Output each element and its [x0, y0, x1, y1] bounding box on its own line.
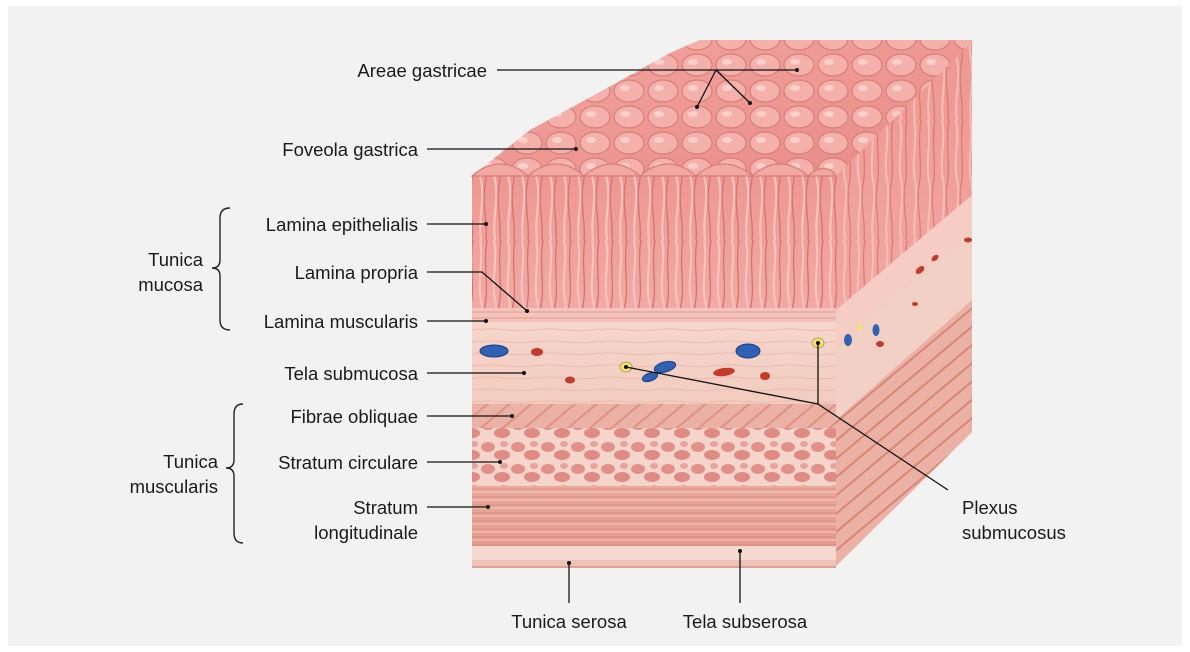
label-plexus-submucosus-2: submucosus — [962, 522, 1066, 543]
label-tela-submucosa: Tela submucosa — [284, 363, 418, 384]
label-stratum-longitudinale-2: longitudinale — [314, 522, 418, 543]
block-front-face — [472, 164, 836, 568]
label-fibrae-obliquae: Fibrae obliquae — [290, 406, 418, 427]
label-foveola-gastrica: Foveola gastrica — [282, 139, 418, 160]
group-tunica-mucosa-1: Tunica — [148, 249, 204, 270]
label-stratum-circulare: Stratum circulare — [278, 452, 418, 473]
group-tunica-muscularis-2: muscularis — [130, 476, 218, 497]
group-tunica-mucosa-2: mucosa — [138, 274, 203, 295]
label-tunica-serosa: Tunica serosa — [511, 611, 627, 632]
label-tela-subserosa: Tela subserosa — [683, 611, 808, 632]
label-stratum-longitudinale-1: Stratum — [353, 497, 418, 518]
label-lamina-propria: Lamina propria — [295, 262, 419, 283]
group-tunica-muscularis-1: Tunica — [163, 451, 219, 472]
label-areae-gastricae: Areae gastricae — [357, 60, 487, 81]
label-lamina-muscularis: Lamina muscularis — [264, 311, 418, 332]
label-plexus-submucosus-1: Plexus — [962, 497, 1018, 518]
tunica-mucosa-brace — [212, 208, 230, 330]
tunica-muscularis-brace — [226, 404, 243, 543]
label-lamina-epithelialis: Lamina epithelialis — [266, 214, 418, 235]
